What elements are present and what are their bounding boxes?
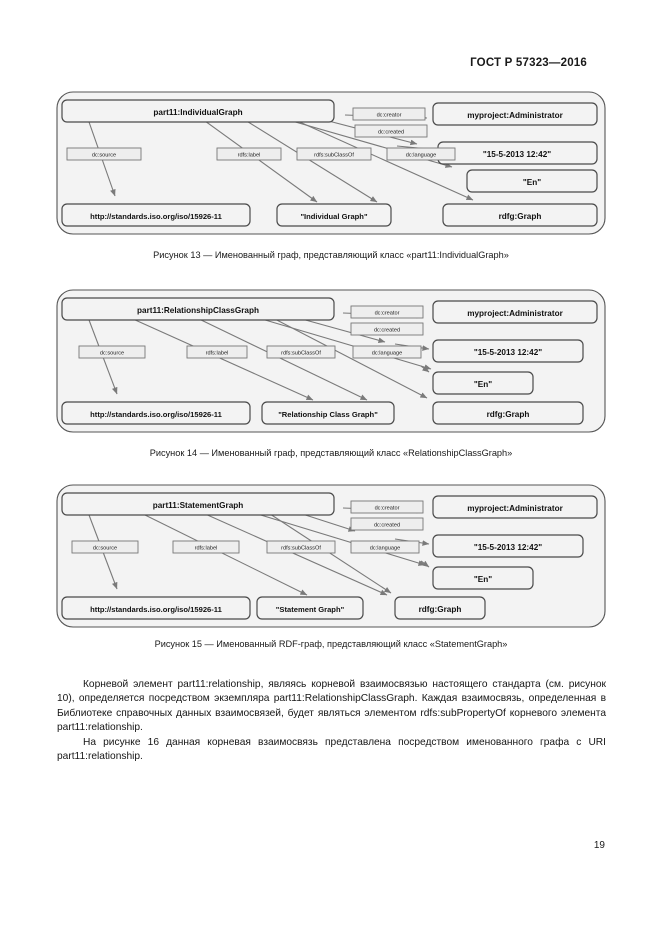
node-creator-label: myproject:Administrator (467, 309, 563, 318)
node-label: "Statement Graph" (256, 596, 364, 620)
node-label-label: "Individual Graph" (300, 212, 368, 221)
edge-label-label: rdfs:label (216, 147, 282, 161)
node-source-label: http://standards.iso.org/iso/15926-11 (90, 605, 222, 614)
edge-label-language: dc:language (352, 345, 422, 359)
node-label-label: "Statement Graph" (276, 605, 345, 614)
figure-14-graph: part11:RelationshipClassGraph myproject:… (56, 289, 606, 433)
node-source-label: http://standards.iso.org/iso/15926-11 (90, 212, 222, 221)
edge-label-subclass: rdfs:subClassOf (266, 540, 336, 554)
named-graph-boundary (56, 484, 606, 628)
edge-label-language-text: dc:language (372, 351, 402, 357)
node-language-label: "En" (474, 380, 492, 389)
node-subject-label: part11:IndividualGraph (153, 108, 242, 117)
edge-label-source: dc:source (71, 540, 139, 554)
edge-label-source-text: dc:source (93, 546, 117, 552)
edge-label-subclass: rdfs:subClassOf (266, 345, 336, 359)
figure-15-block: part11:StatementGraph myproject:Administ… (55, 481, 607, 649)
node-created: "15-5-2013 12:42" (432, 339, 584, 363)
node-subclass-label: rdfg:Graph (499, 212, 542, 221)
node-created: "15-5-2013 12:42" (432, 534, 584, 558)
node-source-label: http://standards.iso.org/iso/15926-11 (90, 410, 222, 419)
edge-label-subclass: rdfs:subClassOf (296, 147, 372, 161)
node-subject: part11:StatementGraph (61, 492, 335, 516)
node-label: "Relationship Class Graph" (261, 401, 395, 425)
node-language: "En" (432, 566, 534, 590)
edge-label-source-text: dc:source (92, 153, 116, 159)
paragraph-figure-16-reference-text: На рисунке 16 данная корневая взаимосвяз… (57, 737, 606, 763)
node-created-label: "15-5-2013 12:42" (483, 150, 551, 159)
node-subclass: rdfg:Graph (442, 203, 598, 227)
node-label-label: "Relationship Class Graph" (278, 410, 378, 419)
node-language-label: "En" (474, 575, 492, 584)
node-subject: part11:RelationshipClassGraph (61, 297, 335, 321)
node-creator: myproject:Administrator (432, 102, 598, 126)
edge-label-language: dc:language (350, 540, 420, 554)
edge-label-label: rdfs:label (186, 345, 248, 359)
page-number: 19 (593, 840, 605, 851)
node-subclass: rdfg:Graph (394, 596, 486, 620)
node-created-label: "15-5-2013 12:42" (474, 348, 542, 357)
edge-label-created: dc:created (350, 517, 424, 531)
edge-label-created: dc:created (354, 124, 428, 138)
node-label: "Individual Graph" (276, 203, 392, 227)
node-source: http://standards.iso.org/iso/15926-11 (61, 203, 251, 227)
node-language: "En" (432, 371, 534, 395)
edge-label-created: dc:created (350, 322, 424, 336)
edge-label-created-text: dc:created (378, 130, 404, 136)
edge-label-label-text: rdfs:label (238, 153, 261, 159)
edge-label-creator-text: dc:creator (375, 311, 400, 317)
edge-label-creator-text: dc:creator (377, 113, 402, 119)
edge-label-language-text: dc:language (370, 546, 400, 552)
edge-label-source-text: dc:source (100, 351, 124, 357)
edge-label-label-text: rdfs:label (206, 351, 229, 357)
node-language: "En" (466, 169, 598, 193)
named-graph-boundary (56, 289, 606, 433)
node-subclass-label: rdfg:Graph (487, 410, 530, 419)
node-creator: myproject:Administrator (432, 300, 598, 324)
node-subclass: rdfg:Graph (432, 401, 584, 425)
edge-label-created-text: dc:created (374, 523, 400, 529)
node-subject-label: part11:RelationshipClassGraph (137, 306, 259, 315)
edge-label-creator: dc:creator (350, 305, 424, 319)
figure-15-caption: Рисунок 15 — Именованный RDF-граф, предс… (154, 639, 508, 649)
edge-label-creator-text: dc:creator (375, 506, 400, 512)
document-header-standard-number: ГОСТ Р 57323—2016 (470, 57, 587, 69)
edge-label-label-text: rdfs:label (195, 546, 218, 552)
edge-label-language-text: dc:language (406, 153, 436, 159)
edge-label-language: dc:language (386, 147, 456, 161)
edge-label-subclass-text: rdfs:subClassOf (281, 351, 321, 357)
node-subject-label: part11:StatementGraph (153, 501, 244, 510)
edge-label-source: dc:source (78, 345, 146, 359)
figure-14-block: part11:RelationshipClassGraph myproject:… (55, 286, 607, 458)
node-source: http://standards.iso.org/iso/15926-11 (61, 596, 251, 620)
node-creator-label: myproject:Administrator (467, 111, 563, 120)
figure-15-graph: part11:StatementGraph myproject:Administ… (56, 484, 606, 628)
figure-14-caption: Рисунок 14 — Именованный граф, представл… (149, 448, 513, 458)
edge-label-creator: dc:creator (352, 107, 426, 121)
node-subject: part11:IndividualGraph (61, 99, 335, 123)
paragraph-root-element-text: Корневой элемент part11:relationship, яв… (57, 679, 606, 734)
edge-label-creator: dc:creator (350, 500, 424, 514)
node-created-label: "15-5-2013 12:42" (474, 543, 542, 552)
node-creator: myproject:Administrator (432, 495, 598, 519)
figure-13-graph: part11:IndividualGraph myproject:Adminis… (56, 91, 606, 235)
edge-label-created-text: dc:created (374, 328, 400, 334)
edge-label-source: dc:source (66, 147, 142, 161)
node-subclass-label: rdfg:Graph (419, 605, 462, 614)
edge-label-subclass-text: rdfs:subClassOf (281, 546, 321, 552)
edge-label-label: rdfs:label (172, 540, 240, 554)
paragraph-root-element: Корневой элемент part11:relationship, яв… (57, 678, 606, 735)
figure-13-block: part11:IndividualGraph myproject:Adminis… (55, 88, 607, 260)
edge-label-subclass-text: rdfs:subClassOf (314, 153, 354, 159)
edge-lines (88, 315, 432, 401)
node-creator-label: myproject:Administrator (467, 504, 563, 513)
node-language-label: "En" (523, 178, 541, 187)
node-created: "15-5-2013 12:42" (437, 141, 598, 165)
figure-13-caption: Рисунок 13 — Именованный граф, представл… (153, 250, 509, 260)
paragraph-figure-16-reference: На рисунке 16 данная корневая взаимосвяз… (57, 736, 606, 765)
node-source: http://standards.iso.org/iso/15926-11 (61, 401, 251, 425)
